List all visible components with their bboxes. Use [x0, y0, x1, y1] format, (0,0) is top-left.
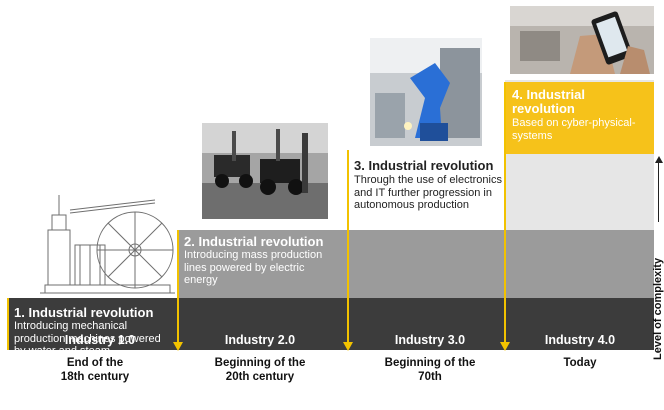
era-label-2: Beginning of the 20th century	[214, 357, 306, 383]
assembly-line-photo	[202, 123, 328, 219]
timeline-line-2	[177, 230, 179, 342]
industrial-robot-photo	[370, 38, 482, 146]
stage3-panel	[348, 150, 505, 230]
timeline-line-3	[347, 150, 349, 342]
era-label-1: End of the 18th century	[60, 357, 130, 383]
stage1-description: Introducing mechanical production machin…	[14, 320, 161, 357]
era-label-3: Beginning of the 70th	[384, 357, 476, 383]
stage2-description: Introducing mass production lines powere…	[184, 249, 323, 286]
timeline-line-1	[7, 298, 9, 350]
timeline-arrow-2	[173, 342, 183, 351]
industry-label-1: Industry 1.0	[64, 333, 136, 347]
industry-label-4: Industry 4.0	[544, 333, 616, 347]
complexity-band-medium	[178, 230, 654, 298]
stage4-description: Based on cyber-physical- systems	[512, 117, 636, 142]
timeline-line-4	[504, 82, 506, 342]
stage2-title: 2. Industrial revolution	[184, 234, 324, 249]
steam-engine-illustration	[40, 185, 175, 300]
complexity-axis-arrowhead	[655, 156, 663, 163]
complexity-band-low	[8, 298, 654, 350]
stage3-title: 3. Industrial revolution	[354, 158, 494, 173]
timeline-arrow-4	[500, 342, 510, 351]
complexity-axis-arrow	[658, 162, 659, 222]
stage4-title: 4. Industrial revolution	[512, 87, 585, 116]
complexity-axis-label: Level of complexity	[652, 257, 664, 360]
industry-label-2: Industry 2.0	[224, 333, 296, 347]
industry-label-3: Industry 3.0	[394, 333, 466, 347]
stage4-panel	[505, 82, 654, 154]
era-label-4: Today	[563, 357, 597, 369]
stage3-description: Through the use of electronics and IT fu…	[354, 174, 502, 211]
smartphone-photo	[510, 6, 654, 74]
stage1-title: 1. Industrial revolution	[14, 305, 154, 320]
timeline-arrow-3	[343, 342, 353, 351]
